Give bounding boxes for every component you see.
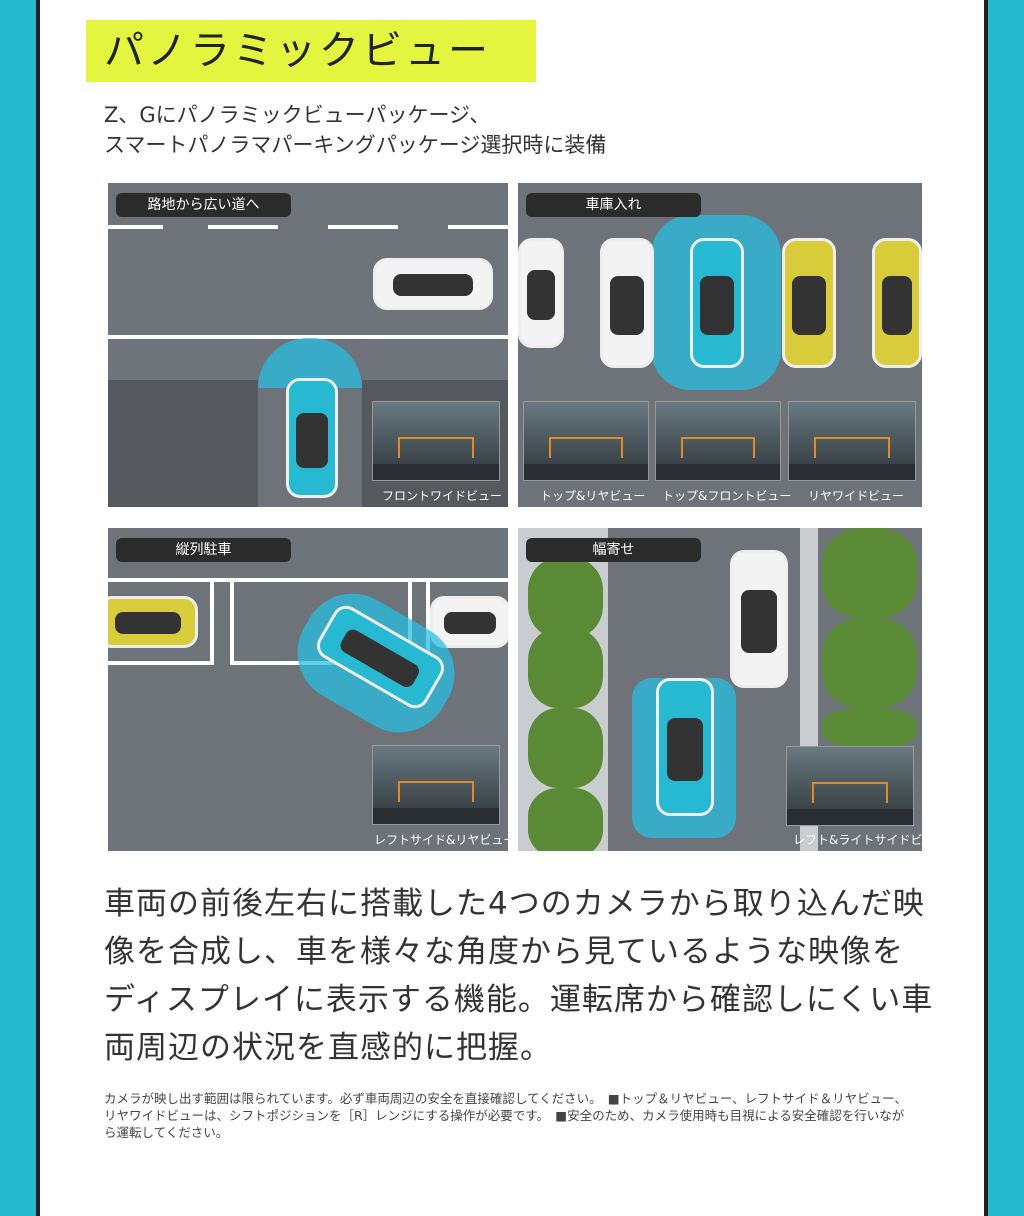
panel-side: レフト&ライトサイドビュー 幅寄せ <box>518 528 922 851</box>
blue-car <box>286 378 338 498</box>
camera-view <box>372 401 500 481</box>
panel-parallel: レフトサイド&リヤビュー 縦列駐車 <box>108 528 508 851</box>
panel-garage: トップ&リヤビュー トップ&フロントビュー リヤワイドビュー 車庫入れ <box>518 183 922 507</box>
subtitle-line: スマートパノラマパーキングパッケージ選択時に装備 <box>104 133 607 157</box>
view-caption: レフト&ライトサイドビュー <box>793 833 922 847</box>
panel-label: 路地から広い道へ <box>116 193 291 217</box>
panel-alley: フロントワイドビュー 路地から広い道へ <box>108 183 508 507</box>
view-caption: レフトサイド&リヤビュー <box>374 833 508 847</box>
view-caption: トップ&リヤビュー <box>540 489 646 503</box>
page-title: パノラミックビュー <box>86 20 536 82</box>
view-caption: トップ&フロントビュー <box>662 489 792 503</box>
subtitle: Z、Gにパノラミックビューパッケージ、 スマートパノラマパーキングパッケージ選択… <box>104 100 606 160</box>
panel-label: 車庫入れ <box>526 193 701 217</box>
footnote: カメラが映し出す範囲は限られています。必ず車両周辺の安全を直接確認してください。… <box>104 1091 907 1140</box>
white-car <box>373 258 493 310</box>
view-caption: フロントワイドビュー <box>382 489 503 503</box>
description: 車両の前後左右に搭載した4つのカメラから取り込んだ映像を合成し、車を様々な角度か… <box>104 886 934 1066</box>
panel-label: 幅寄せ <box>526 538 701 562</box>
subtitle-line: Z、Gにパノラミックビューパッケージ、 <box>104 103 491 127</box>
panel-label: 縦列駐車 <box>116 538 291 562</box>
view-caption: リヤワイドビュー <box>808 489 905 503</box>
